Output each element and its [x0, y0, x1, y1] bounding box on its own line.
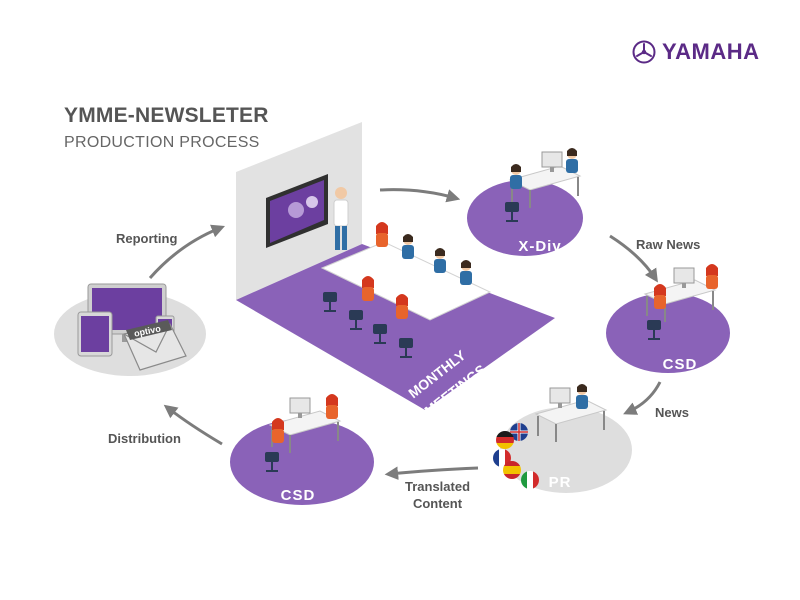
arrow-raw-news	[609, 234, 658, 283]
csd-right-platform	[606, 293, 730, 373]
flow-label-translated-line2: Content	[412, 496, 463, 511]
pr-label: PR	[549, 474, 572, 491]
presentation-screen	[266, 174, 328, 248]
page-title: YMME-NEWSLETER	[64, 104, 269, 127]
csd-right-label: CSD	[663, 356, 698, 373]
brand-logo: YAMAHA	[632, 38, 760, 66]
xdiv-station: X-Div	[467, 148, 583, 256]
csd-bottom-station: CSD	[230, 394, 374, 505]
italy-flag-icon	[521, 471, 539, 489]
page-subtitle: PRODUCTION PROCESS	[64, 134, 260, 151]
newsletter-envelope-icon: optivo	[123, 320, 187, 371]
meeting-room-floor	[236, 244, 555, 410]
germany-flag-icon	[496, 431, 514, 449]
csd-bottom-label: CSD	[281, 487, 316, 504]
monthly-meetings-station: MONTHLY MEETINGS	[236, 122, 555, 419]
yamaha-logo-icon	[632, 40, 656, 64]
flow-label-translated-content: Translated Content	[405, 478, 470, 512]
csd-right-station: CSD	[606, 264, 730, 373]
presenter	[333, 187, 349, 250]
arrow-to-xdiv	[379, 188, 461, 203]
tablet-icon	[77, 311, 113, 357]
arrow-news	[623, 381, 662, 415]
pr-platform	[500, 407, 632, 493]
flow-label-translated-line1: Translated	[405, 479, 471, 494]
france-flag-icon	[493, 449, 511, 467]
pr-station: PR	[493, 384, 632, 493]
xdiv-platform	[467, 180, 583, 256]
reporting-devices-station: optivo	[54, 283, 206, 376]
flow-arrows	[148, 188, 662, 480]
arrow-reporting	[148, 224, 226, 279]
flow-label-distribution: Distribution	[108, 431, 181, 446]
meeting-table	[320, 241, 492, 321]
spain-flag-icon	[503, 461, 521, 479]
xdiv-label: X-Div	[518, 238, 561, 255]
flow-label-news: News	[655, 405, 689, 420]
arrow-translated-content	[384, 466, 479, 480]
flow-label-reporting: Reporting	[116, 231, 178, 246]
flow-label-raw-news: Raw News	[636, 237, 701, 252]
arrow-distribution	[163, 404, 223, 446]
brand-name: YAMAHA	[662, 39, 760, 64]
uk-flag-icon	[510, 423, 528, 441]
